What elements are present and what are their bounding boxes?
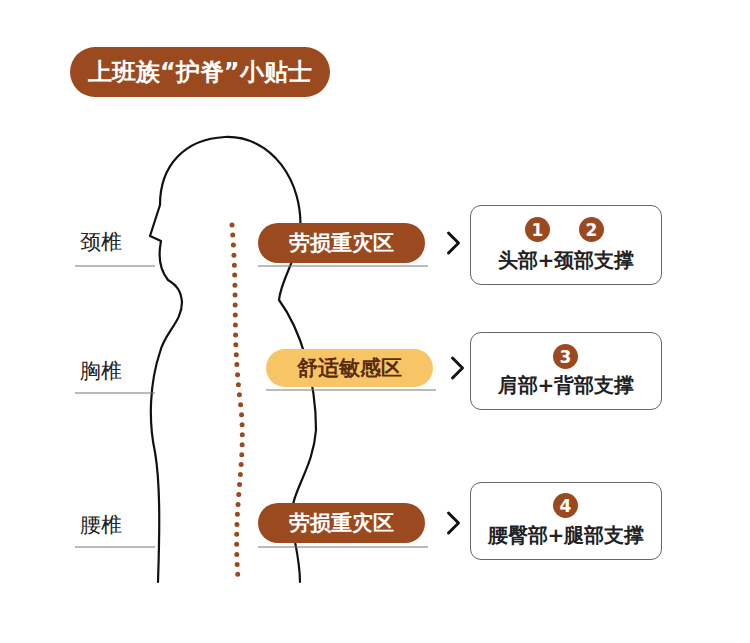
callout-number-text: 1 [532,220,544,240]
callout-number: 1 [525,217,550,242]
callout-number: 3 [553,344,578,369]
spine-region-label: 胸椎 [80,357,122,385]
label-underline [75,266,155,267]
chevron-connector [449,233,459,253]
support-box: 肩部+背部支撑 3 [470,332,662,410]
callout-number-text: 3 [560,347,572,367]
warning-pill: 劳损重灾区 [258,503,425,543]
label-underline [75,547,155,548]
warning-pill: 劳损重灾区 [258,223,425,263]
pill-underline [266,390,436,391]
callout-number: 4 [553,493,578,518]
warning-pill-text: 劳损重灾区 [289,509,394,537]
chevron-head [453,358,463,378]
support-box: 腰臀部+腿部支撑 4 [470,482,662,560]
warning-pill-text: 劳损重灾区 [289,229,394,257]
pill-underline [258,547,428,548]
label-underline [75,393,155,394]
callout-number-text: 2 [586,220,598,240]
callout-number-text: 4 [560,496,572,516]
comfort-pill-text: 舒适敏感区 [297,354,402,382]
chevron-head [449,513,459,533]
spine-region-label: 腰椎 [80,511,122,539]
support-box-text: 腰臀部+腿部支撑 [488,522,645,549]
chevron-head [449,233,459,253]
callout-number: 2 [579,217,604,242]
title-pill: 上班族“护脊”小贴士 [70,47,330,97]
support-box-text: 肩部+背部支撑 [498,372,635,399]
chevron-connector [453,358,463,378]
support-box-text: 头部+颈部支撑 [498,247,635,274]
title-text: 上班族“护脊”小贴士 [88,56,312,88]
chevron-connector [449,513,459,533]
support-box: 头部+颈部支撑 1 2 [470,205,662,285]
spine-dots [232,225,242,578]
pill-underline [258,266,428,267]
comfort-pill: 舒适敏感区 [266,349,433,387]
spine-region-label: 颈椎 [80,228,122,256]
